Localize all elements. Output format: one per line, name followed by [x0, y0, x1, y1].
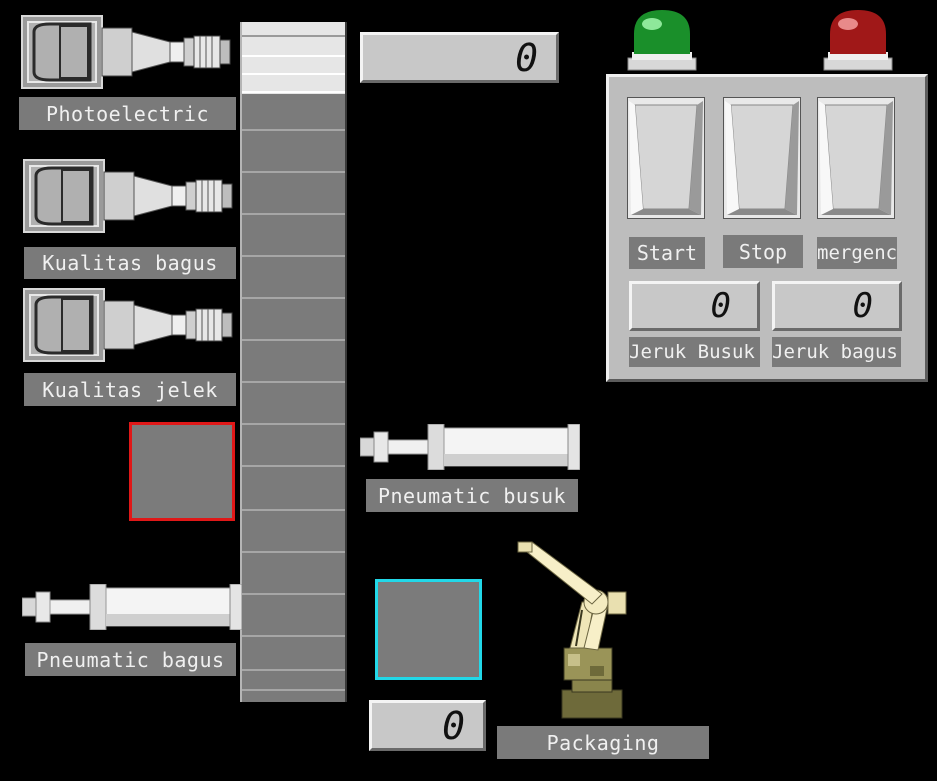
main-counter-display: 0 — [360, 32, 559, 83]
reject-box — [129, 422, 235, 521]
pneumatic-bagus-icon — [22, 584, 242, 630]
packaging-counter-display: 0 — [369, 700, 486, 751]
jeruk-bagus-counter: 0 — [772, 281, 902, 331]
kualitas-jelek-label: Kualitas jelek — [24, 373, 236, 406]
pneumatic-bagus-label: Pneumatic bagus — [25, 643, 236, 676]
emergency-switch-icon[interactable] — [817, 97, 895, 219]
emergency-button[interactable]: mergenc — [817, 237, 897, 269]
start-switch-icon[interactable] — [627, 97, 705, 219]
stop-button[interactable]: Stop — [723, 235, 803, 268]
kualitas-bagus-label: Kualitas bagus — [24, 247, 236, 279]
pneumatic-busuk-icon — [360, 424, 580, 470]
quality-bad-sensor-icon — [22, 287, 234, 363]
conveyor-slats — [242, 22, 345, 691]
quality-good-sensor-icon — [22, 158, 234, 234]
photoelectric-label: Photoelectric — [19, 97, 236, 130]
stop-switch-icon[interactable] — [723, 97, 801, 219]
jeruk-bagus-label: Jeruk bagus — [772, 337, 901, 367]
packaging-label: Packaging — [497, 726, 709, 759]
jeruk-busuk-label: Jeruk Busuk — [629, 337, 760, 367]
robot-arm-icon — [517, 541, 627, 719]
red-lamp-icon — [823, 10, 893, 71]
photoelectric-sensor-icon — [20, 14, 232, 90]
jeruk-busuk-counter: 0 — [629, 281, 760, 331]
control-panel: Start Stop mergenc 0 0 Jeruk Busuk Jeruk… — [606, 74, 928, 382]
conveyor-belt — [240, 22, 347, 702]
green-lamp-icon — [627, 10, 697, 71]
good-box — [375, 579, 482, 680]
pneumatic-busuk-label: Pneumatic busuk — [366, 479, 578, 512]
start-button[interactable]: Start — [629, 237, 705, 269]
